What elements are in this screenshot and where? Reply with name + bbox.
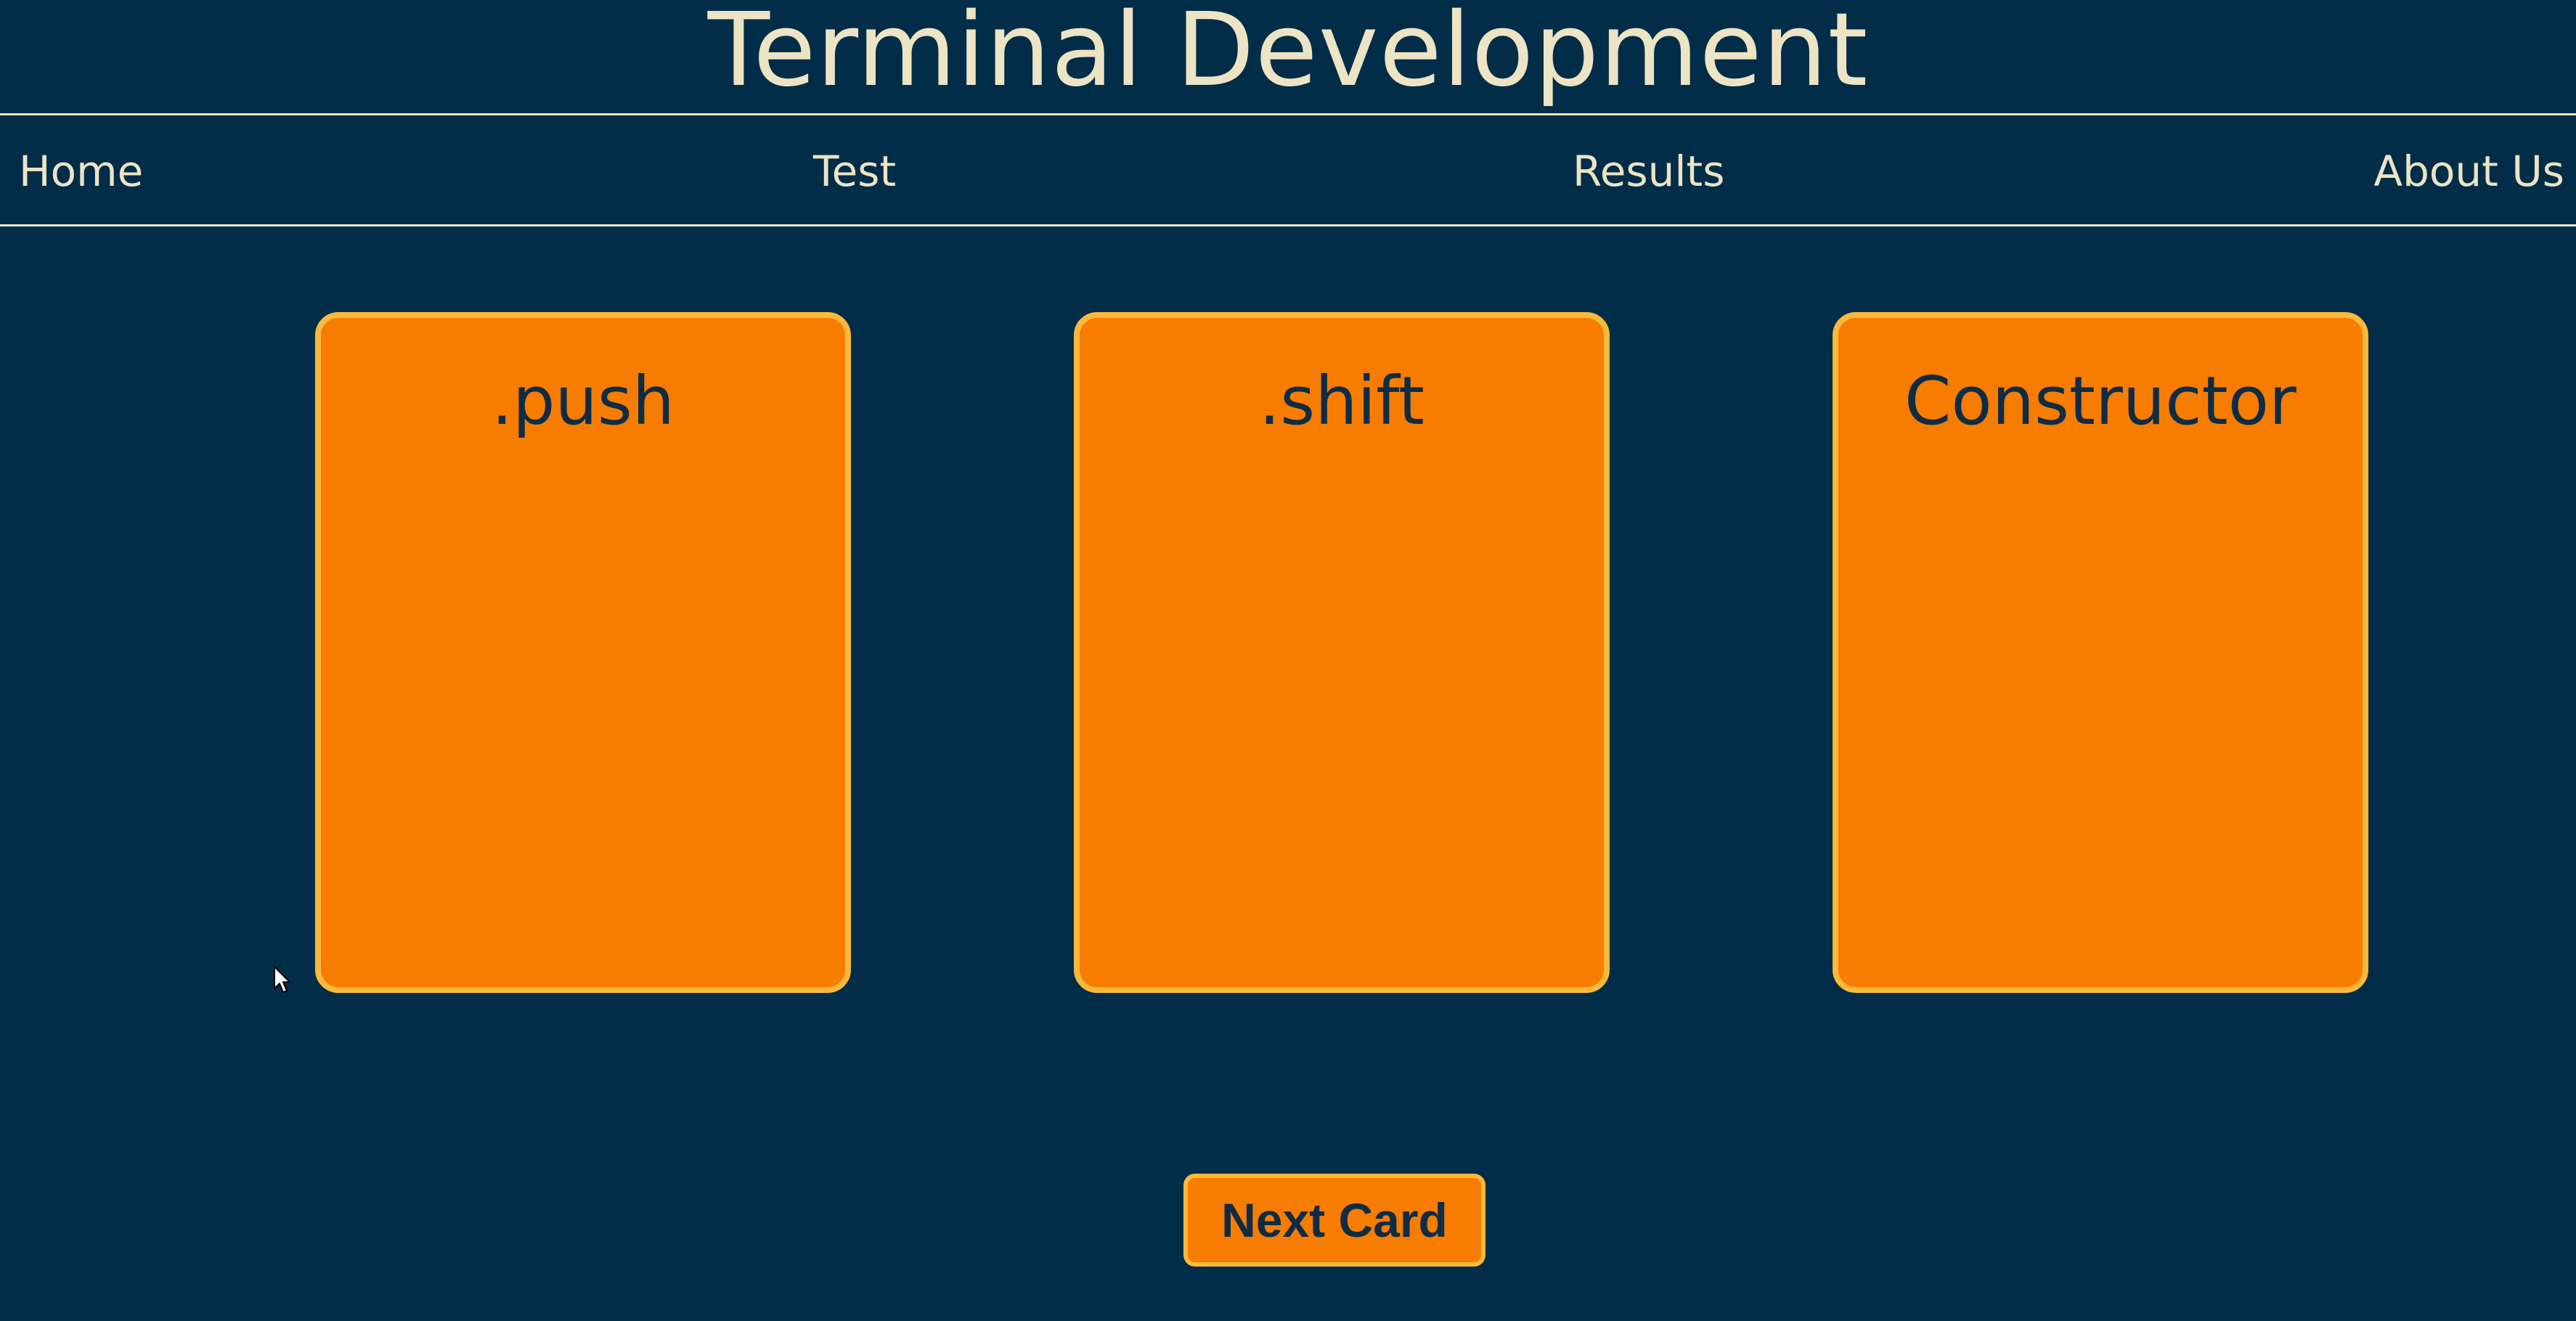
- flashcard-term: .push: [491, 362, 675, 440]
- nav-link-home[interactable]: Home: [19, 147, 144, 196]
- flashcard[interactable]: Constructor: [1833, 312, 2368, 993]
- mouse-cursor-icon: [274, 966, 290, 993]
- flashcard-term: Constructor: [1904, 362, 2296, 440]
- header-divider-bottom: [0, 224, 2576, 226]
- page-title: Terminal Development: [707, 0, 1869, 110]
- flashcard-term: .shift: [1259, 362, 1424, 440]
- nav-link-about-us[interactable]: About Us: [2373, 147, 2564, 196]
- header-divider-top: [0, 113, 2576, 115]
- flashcard[interactable]: .push: [315, 312, 851, 993]
- nav-link-test[interactable]: Test: [813, 147, 897, 196]
- flashcard[interactable]: .shift: [1074, 312, 1610, 993]
- next-card-button[interactable]: Next Card: [1183, 1174, 1485, 1267]
- nav-link-results[interactable]: Results: [1573, 147, 1725, 196]
